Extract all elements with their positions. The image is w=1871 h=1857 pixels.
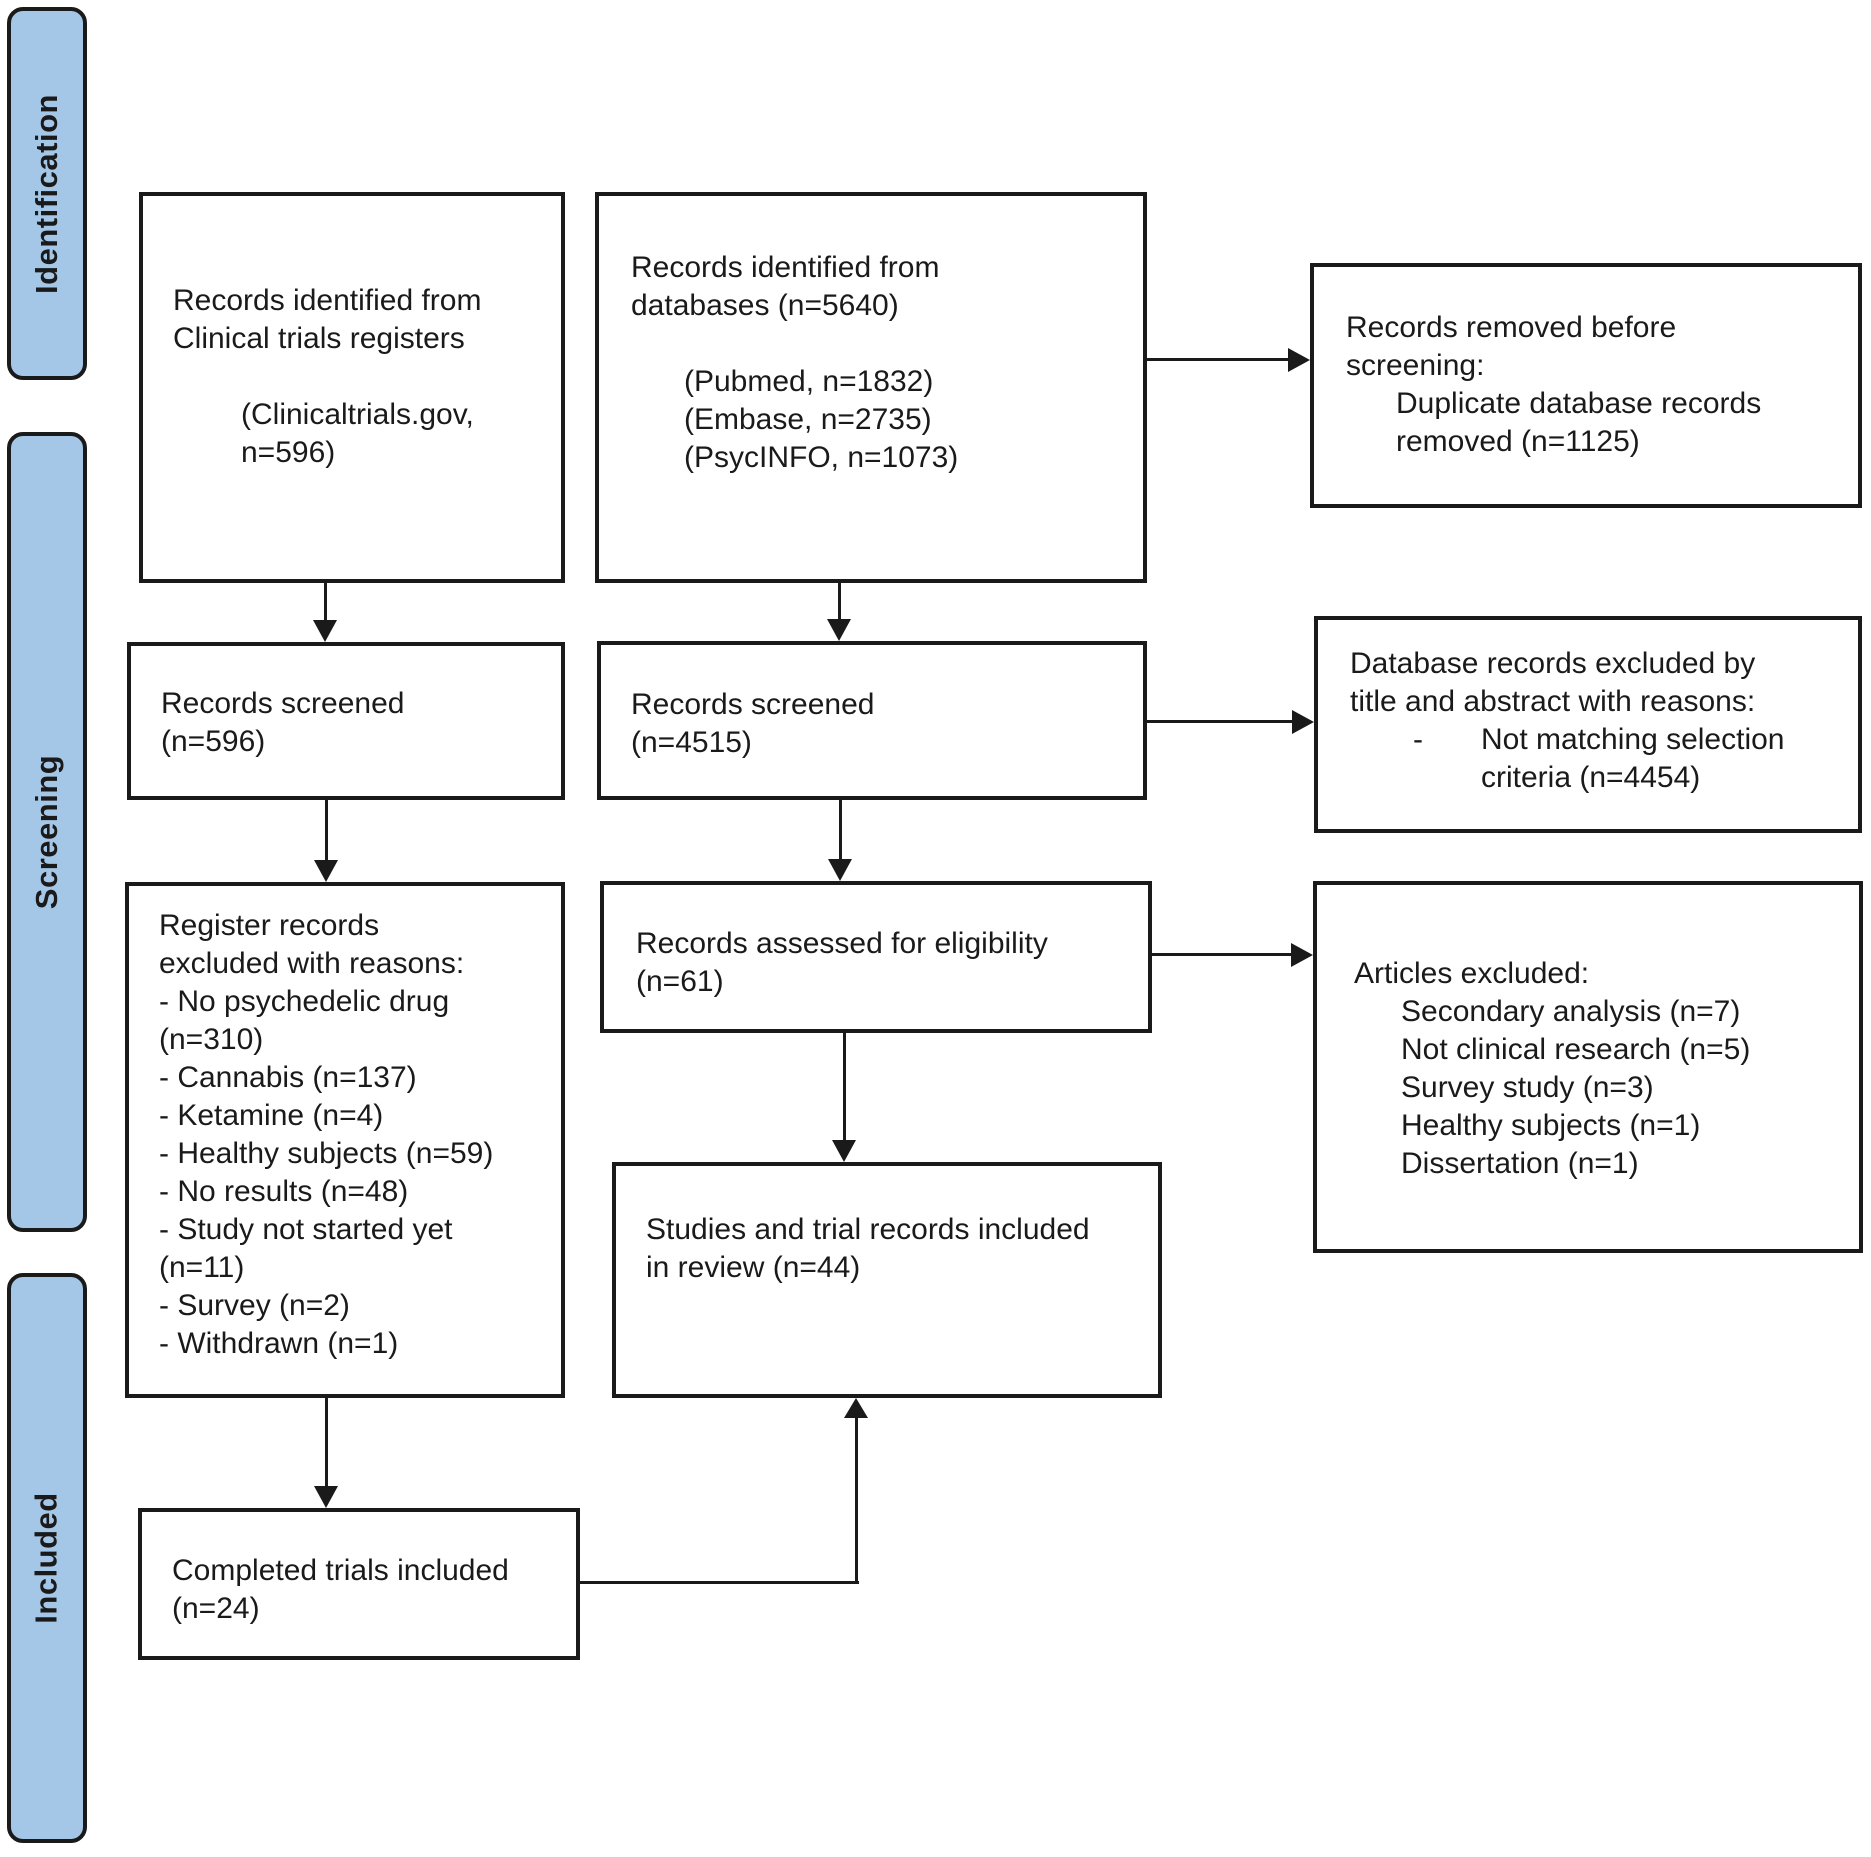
box-text-line: - Withdrawn (n=1) — [159, 1327, 399, 1360]
box-databases-screened: Records screened (n=4515) — [597, 641, 1147, 800]
box-text-line: Dissertation (n=1) — [1401, 1147, 1639, 1180]
box-text-line: (n=310) — [159, 1023, 264, 1056]
box-text-line: criteria (n=4454) — [1481, 761, 1701, 794]
box-text-line: Not matching selection — [1481, 723, 1785, 756]
arrowhead-right-icon — [1292, 710, 1314, 734]
box-text-line: Clinical trials registers — [173, 322, 465, 355]
box-text-line: (n=4515) — [631, 726, 752, 759]
box-text-line: (PsycINFO, n=1073) — [684, 441, 959, 474]
stage-label-identification: Identification — [29, 93, 65, 294]
box-text-line: in review (n=44) — [646, 1251, 861, 1284]
stage-label-included: Included — [29, 1492, 65, 1624]
box-articles-excluded: Articles excluded: Secondary analysis (n… — [1313, 881, 1863, 1253]
box-text-line: Duplicate database records — [1396, 387, 1762, 420]
box-text-line: (n=596) — [161, 725, 266, 758]
box-text-line: - Study not started yet — [159, 1213, 453, 1246]
arrowhead-down-icon — [314, 860, 338, 882]
box-databases-identified: Records identified from databases (n=564… — [595, 192, 1147, 583]
connector-completed-to-review-vertical — [855, 1416, 858, 1584]
box-text-line: Survey study (n=3) — [1401, 1071, 1654, 1104]
box-text-line: Articles excluded: — [1354, 957, 1590, 990]
box-text-line: databases (n=5640) — [631, 289, 899, 322]
box-text-line: Records screened — [631, 688, 875, 721]
arrow-duplicates-removed — [1147, 358, 1288, 361]
stage-rail-identification: Identification — [7, 7, 87, 380]
box-text-line: Records screened — [161, 687, 405, 720]
stage-rail-screening: Screening — [7, 432, 87, 1232]
arrowhead-up-icon — [844, 1398, 868, 1418]
box-text-line: (Clinicaltrials.gov, — [241, 398, 474, 431]
box-completed-trials: Completed trials included (n=24) — [138, 1508, 580, 1660]
box-text-line: screening: — [1346, 349, 1485, 382]
box-text-line: - Cannabis (n=137) — [159, 1061, 417, 1094]
box-text-line: Studies and trial records included — [646, 1213, 1090, 1246]
box-text-line: - Survey (n=2) — [159, 1289, 350, 1322]
arrow-registers-screened-to-excluded — [325, 800, 328, 860]
box-text-line: Completed trials included — [172, 1554, 509, 1587]
box-text-line: Register records — [159, 909, 380, 942]
arrow-assessed-to-included — [843, 1033, 846, 1140]
box-text-line: - Ketamine (n=4) — [159, 1099, 384, 1132]
box-text-line: Database records excluded by — [1350, 647, 1756, 680]
arrowhead-down-icon — [832, 1140, 856, 1162]
arrowhead-down-icon — [314, 1486, 338, 1508]
box-text-line: - No psychedelic drug — [159, 985, 450, 1018]
box-text-line: Records removed before — [1346, 311, 1677, 344]
arrowhead-down-icon — [827, 619, 851, 641]
box-text-line: (n=24) — [172, 1592, 260, 1625]
stage-rail-included: Included — [7, 1273, 87, 1843]
box-text-line: (n=61) — [636, 965, 724, 998]
box-text-line: Healthy subjects (n=1) — [1401, 1109, 1701, 1142]
arrow-registers-identified-to-screened — [324, 583, 327, 622]
box-text-line: Records identified from — [173, 284, 482, 317]
box-text-line: - No results (n=48) — [159, 1175, 409, 1208]
box-text-line: Records identified from — [631, 251, 940, 284]
arrowhead-down-icon — [313, 620, 337, 642]
box-text-line: (Embase, n=2735) — [684, 403, 932, 436]
box-included-in-review: Studies and trial records included in re… — [612, 1162, 1162, 1398]
stage-label-screening: Screening — [29, 754, 65, 910]
bullet-dash: - — [1413, 723, 1423, 756]
box-text-line: Records assessed for eligibility — [636, 927, 1048, 960]
box-text-line: (n=11) — [159, 1251, 245, 1284]
box-register-records-excluded: Register records excluded with reasons: … — [125, 882, 565, 1398]
arrow-articles-excluded — [1152, 953, 1291, 956]
box-text-line: n=596) — [241, 436, 336, 469]
box-text-line: - Healthy subjects (n=59) — [159, 1137, 494, 1170]
arrow-databases-identified-to-screened — [838, 583, 841, 620]
arrow-excluded-to-completed — [325, 1398, 328, 1486]
box-text-line: title and abstract with reasons: — [1350, 685, 1756, 718]
arrow-databases-screened-to-assessed — [839, 800, 842, 859]
arrowhead-right-icon — [1288, 348, 1310, 372]
box-text-line: Secondary analysis (n=7) — [1401, 995, 1741, 1028]
connector-completed-to-review-horizontal — [580, 1581, 859, 1584]
box-database-records-excluded: Database records excluded by title and a… — [1314, 616, 1862, 833]
box-registers-screened: Records screened (n=596) — [127, 642, 565, 800]
box-records-removed: Records removed before screening: Duplic… — [1310, 263, 1862, 508]
box-text-line: removed (n=1125) — [1396, 425, 1640, 458]
box-registers-identified: Records identified from Clinical trials … — [139, 192, 565, 583]
box-text-line: (Pubmed, n=1832) — [684, 365, 934, 398]
box-records-assessed: Records assessed for eligibility (n=61) — [600, 881, 1152, 1033]
arrowhead-down-icon — [828, 859, 852, 881]
arrow-title-abstract-excluded — [1147, 720, 1292, 723]
box-text-line: Not clinical research (n=5) — [1401, 1033, 1751, 1066]
arrowhead-right-icon — [1291, 943, 1313, 967]
box-text-line: excluded with reasons: — [159, 947, 465, 980]
